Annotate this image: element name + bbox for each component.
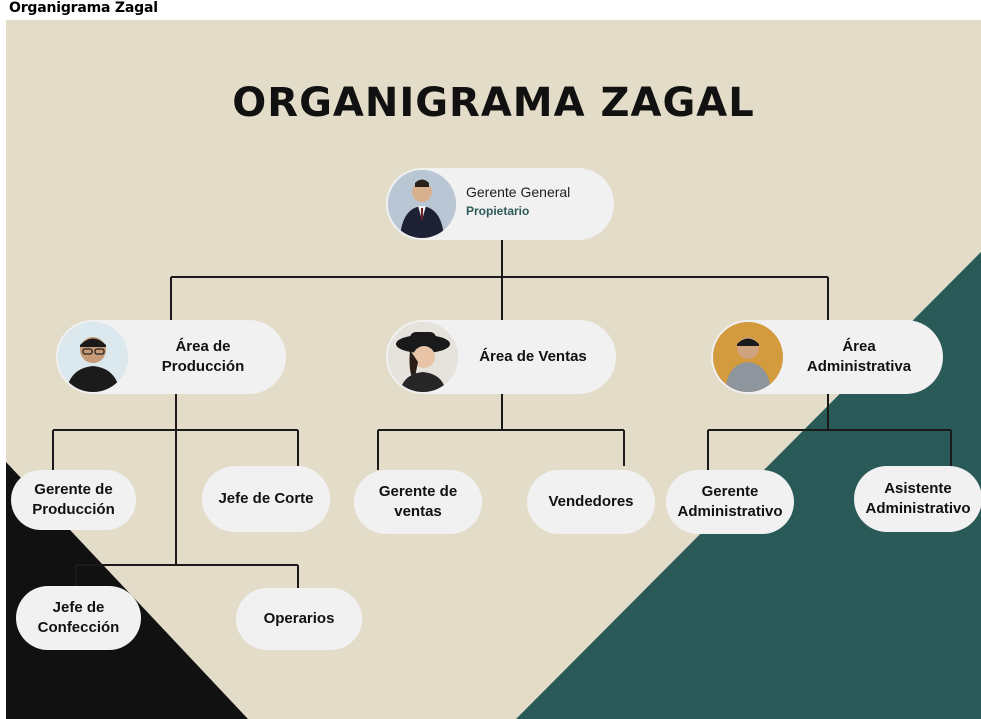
connector-lines xyxy=(52,238,952,588)
businessman-photo xyxy=(388,170,456,238)
gerente-general-text: Gerente General Propietario xyxy=(466,182,570,220)
node-gerente-administrativo: Gerente Administrativo xyxy=(666,470,794,534)
node-jefe-confeccion: Jefe de Confección xyxy=(16,586,141,650)
young-man-photo xyxy=(713,322,783,392)
node-area-administrativa: Área Administrativa xyxy=(711,320,943,394)
node-asistente-administrativo: Asistente Administrativo xyxy=(854,466,981,532)
node-label: Asistente Administrativo xyxy=(865,480,971,517)
document-caption: Organigrama Zagal xyxy=(9,0,158,16)
node-area-ventas: Área de Ventas xyxy=(386,320,616,394)
man-with-glasses-photo xyxy=(58,322,128,392)
top-caption-bar: Organigrama Zagal xyxy=(0,0,981,20)
node-label: Área Administrativa xyxy=(806,338,912,375)
node-label: Área de Ventas xyxy=(479,348,587,365)
node-vendedores: Vendedores xyxy=(527,470,655,534)
node-label: Gerente Administrativo xyxy=(677,483,783,520)
node-label: Gerente de ventas xyxy=(378,483,458,520)
node-label: Área de Producción xyxy=(161,338,245,375)
node-gerente-produccion: Gerente de Producción xyxy=(11,470,136,530)
chart-title: ORGANIGRAMA ZAGAL xyxy=(232,80,755,126)
node-label: Vendedores xyxy=(548,493,634,510)
node-label: Jefe de Confección xyxy=(37,599,120,636)
node-label: Operarios xyxy=(263,610,335,627)
node-operarios: Operarios xyxy=(236,588,362,650)
node-label: Gerente de Producción xyxy=(32,481,115,518)
node-area-produccion: Área de Producción xyxy=(56,320,286,394)
node-label: Jefe de Corte xyxy=(218,490,314,507)
node-gerente-ventas: Gerente de ventas xyxy=(354,470,482,534)
node-jefe-corte: Jefe de Corte xyxy=(202,466,330,532)
node-gerente-general: Gerente General Propietario xyxy=(386,168,614,240)
org-chart-canvas: ORGANIGRAMA ZAGAL Gerente General Propie… xyxy=(6,20,981,719)
woman-with-hat-photo xyxy=(388,322,458,392)
node-sublabel: Propietario xyxy=(466,204,530,218)
node-label: Gerente General xyxy=(466,184,571,200)
